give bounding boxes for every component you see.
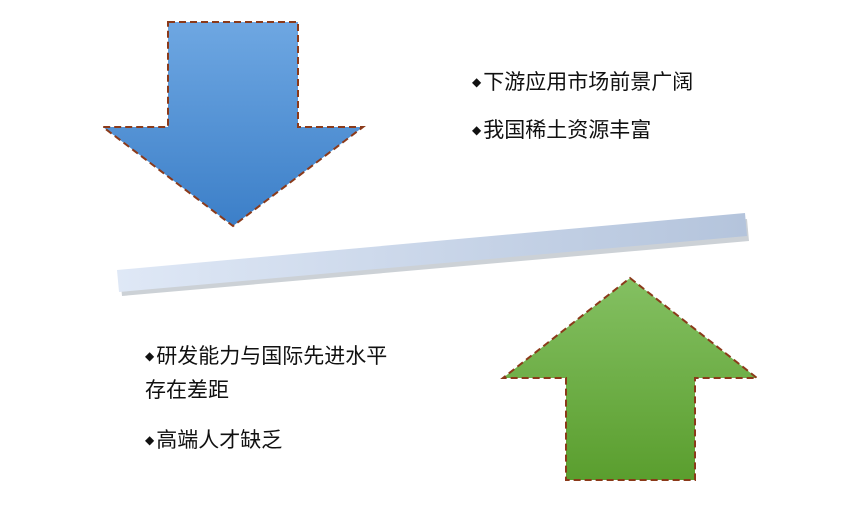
point-talent-shortage: ◆高端人才缺乏: [145, 423, 282, 457]
diamond-bullet-icon: ◆: [145, 433, 155, 447]
point-downstream-market: ◆下游应用市场前景广阔: [472, 65, 693, 99]
point-text: 高端人才缺乏: [156, 428, 283, 452]
point-rare-earth-resources: ◆我国稀土资源丰富: [472, 113, 651, 147]
point-text: 研发能力与国际先进水平存在差距: [145, 344, 388, 402]
diamond-bullet-icon: ◆: [145, 349, 155, 363]
point-text: 我国稀土资源丰富: [483, 118, 652, 142]
up-arrow: [500, 276, 760, 481]
point-rd-gap: ◆研发能力与国际先进水平存在差距: [145, 339, 393, 407]
diamond-bullet-icon: ◆: [472, 123, 482, 137]
point-text: 下游应用市场前景广阔: [483, 70, 694, 94]
down-arrow: [100, 21, 366, 228]
diamond-bullet-icon: ◆: [472, 75, 482, 89]
lever-bar: [117, 213, 747, 292]
